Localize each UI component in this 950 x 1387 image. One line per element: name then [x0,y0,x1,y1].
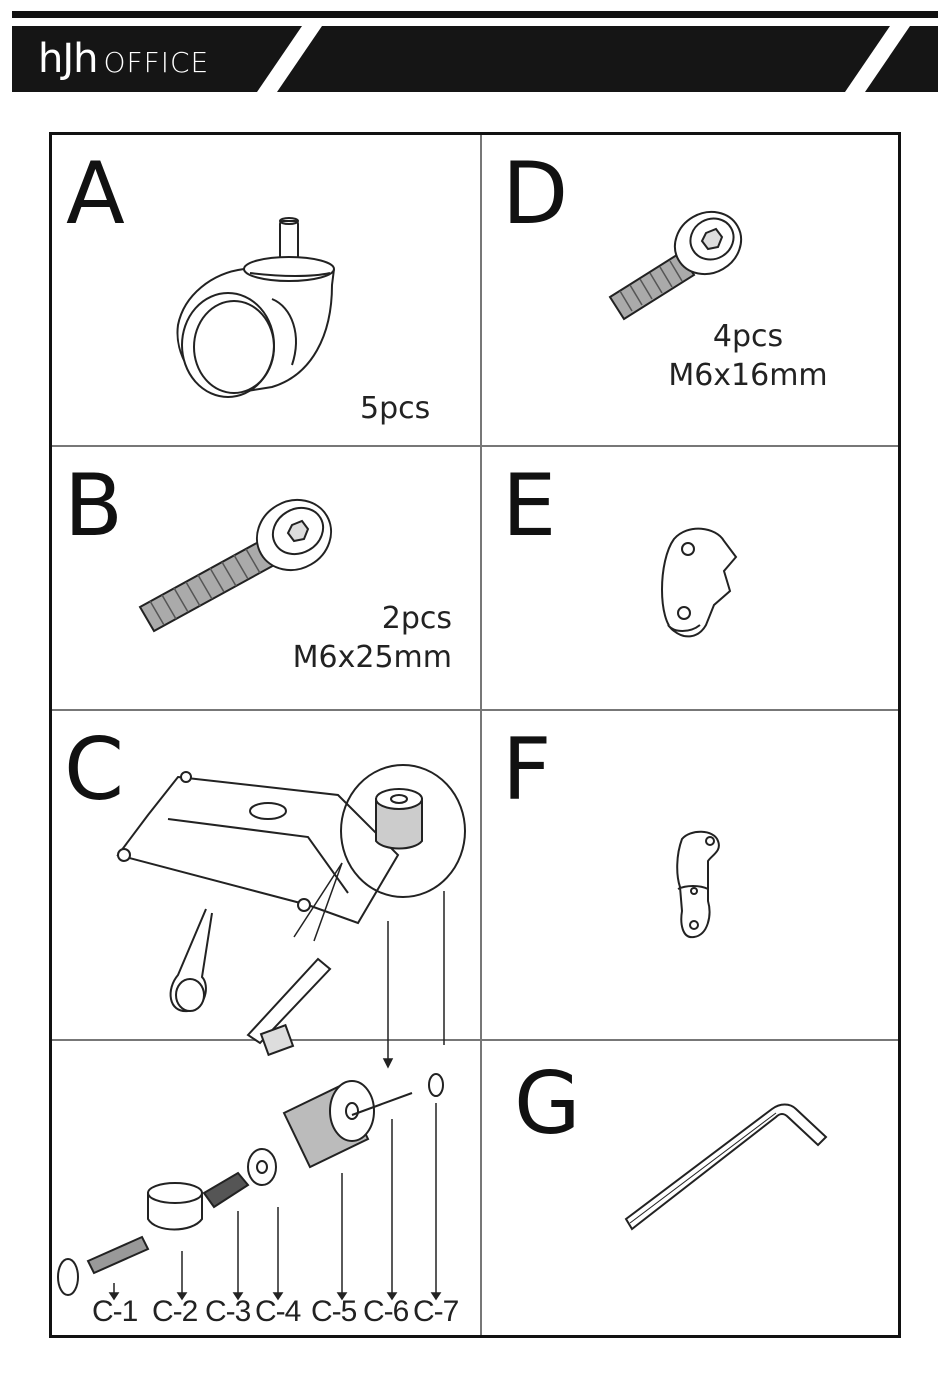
exploded-parts-icon [52,1041,480,1338]
part-quantity: 4pcs [658,317,838,356]
part-cell-c-exploded: C-1 C-2 C-3 C-4 C-5 C-6 C-7 [52,1041,480,1338]
part-quantity: 2pcs [272,599,452,638]
part-letter: B [64,463,123,549]
sub-part-label: C-6 [363,1295,408,1329]
sub-part-label: C-1 [92,1295,137,1329]
bracket-clip-icon [654,521,744,641]
sub-part-label: C-7 [413,1295,458,1329]
caster-wheel-icon [172,215,362,405]
part-quantity-block: 4pcs M6x16mm [658,317,838,395]
part-cell-c: C [52,711,480,1039]
brand-sub: OFFICE [104,46,210,79]
parts-sheet: A 5pcs D [49,132,901,1338]
part-letter: F [502,727,551,813]
short-bolt-icon [602,205,752,325]
part-cell-e: E [482,447,902,709]
part-cell-a: A 5pcs [52,135,480,445]
part-cell-f: F [482,711,902,1039]
sub-part-label: C-5 [311,1295,356,1329]
part-letter: E [502,463,556,549]
part-cell-g: G [482,1041,902,1338]
small-clip-icon [668,827,728,945]
part-size: M6x25mm [272,638,452,677]
top-rule [12,11,938,18]
sub-part-label: C-2 [152,1295,197,1329]
part-size: M6x16mm [658,356,838,395]
brand-main: hJh [38,36,98,82]
part-cell-b: B 2pcs M6x25mm [52,447,480,709]
sub-part-label: C-4 [255,1295,300,1329]
part-quantity-block: 2pcs M6x25mm [272,599,452,677]
seat-mechanism-plate-icon [108,745,468,1045]
part-quantity: 5pcs [360,389,430,428]
allen-key-icon [622,1095,832,1235]
part-letter: D [502,151,568,237]
part-letter: G [514,1061,581,1147]
part-cell-d: D 4pcs M6x16mm [482,135,902,445]
sub-part-label: C-3 [205,1295,250,1329]
part-letter: A [66,151,125,237]
